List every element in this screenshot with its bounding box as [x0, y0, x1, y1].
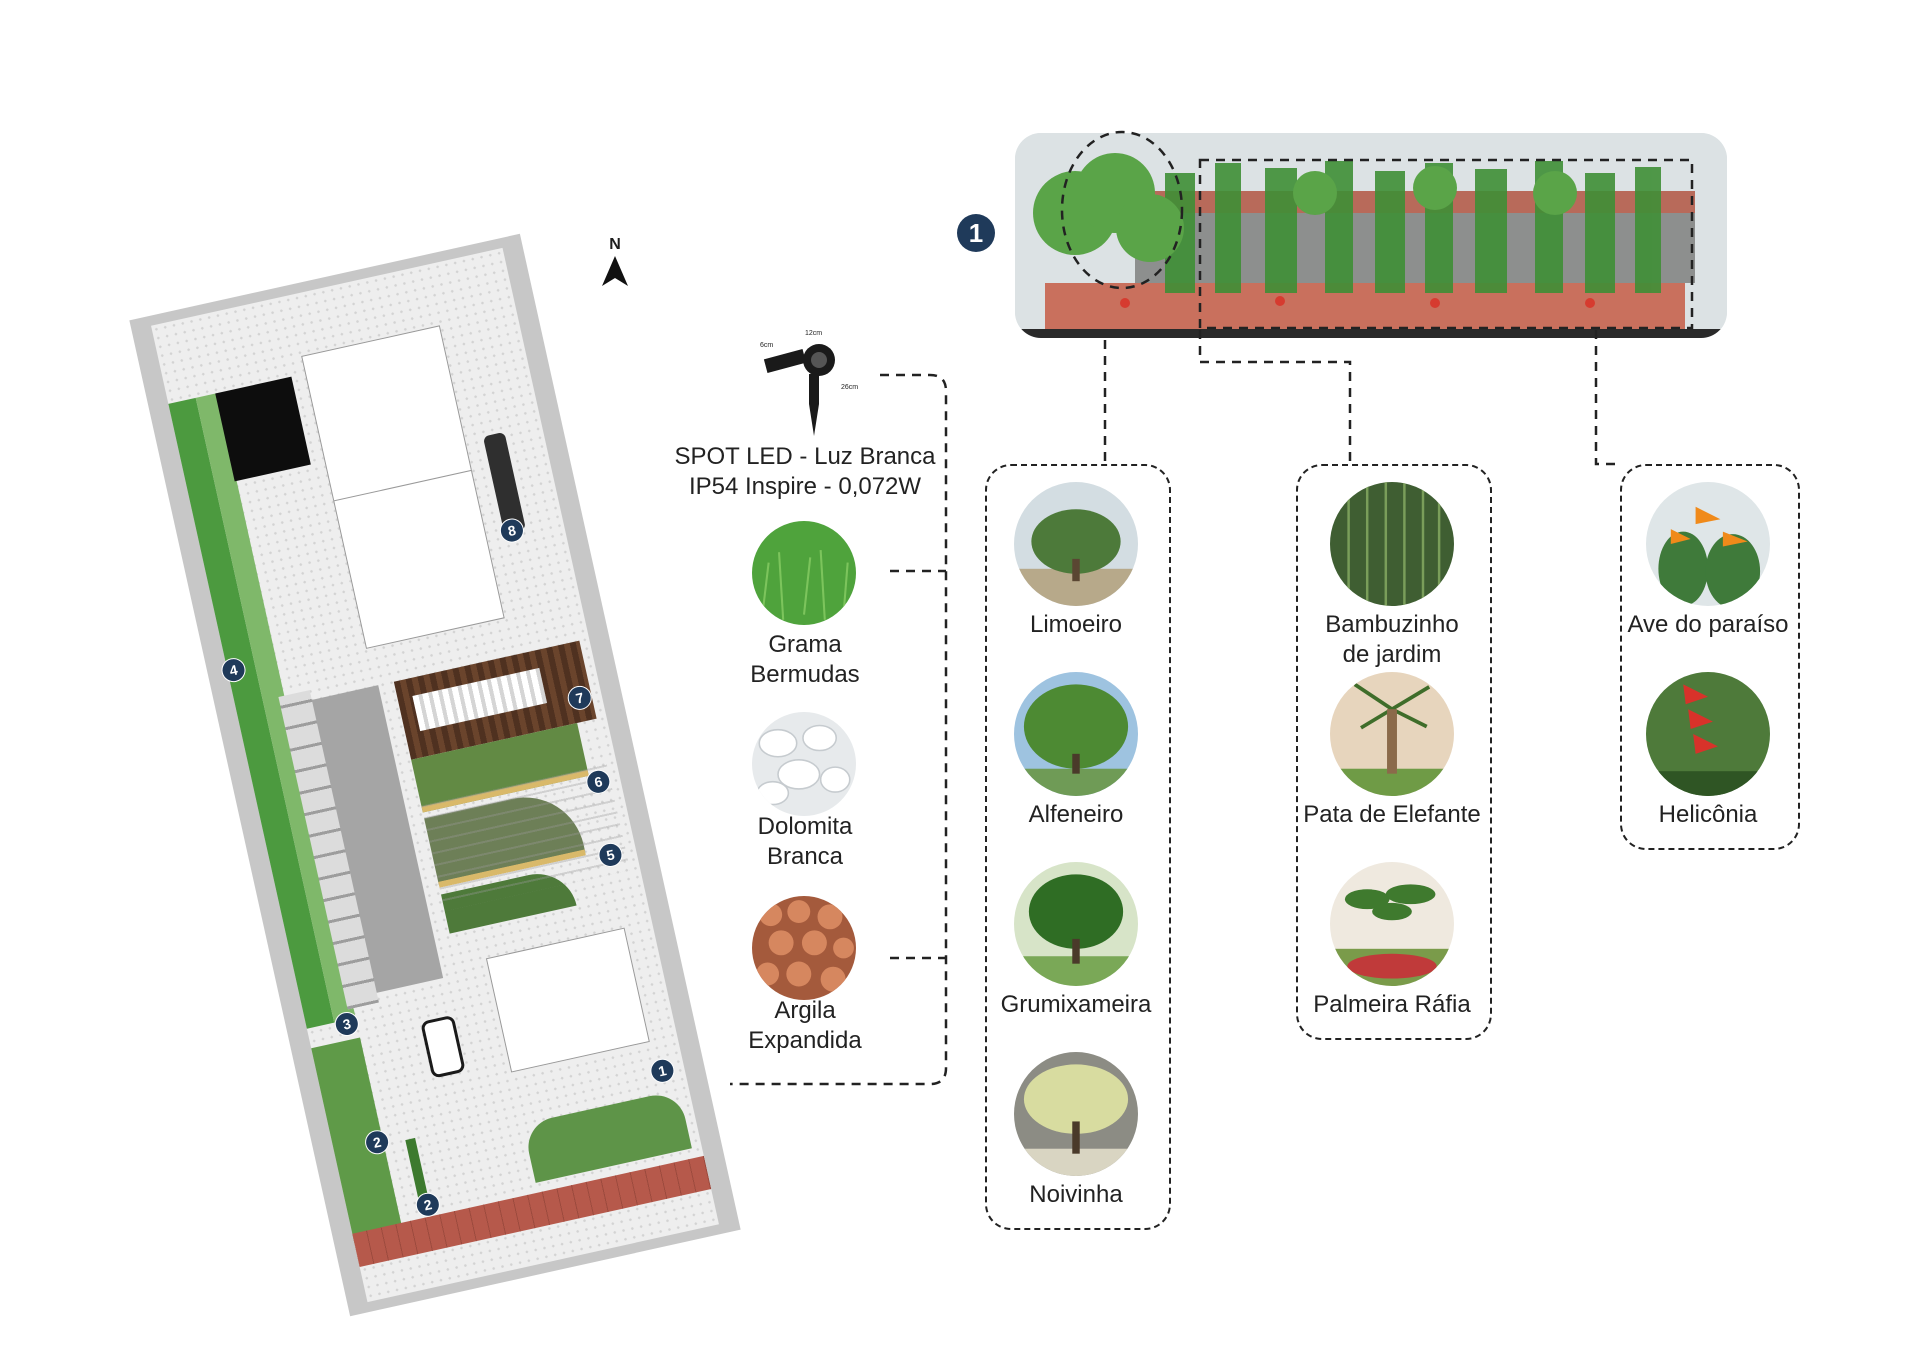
grama-bermudas-swatch [752, 521, 856, 625]
argila-label-line1: Argila [774, 997, 836, 1024]
trees-group-box [985, 464, 1171, 1230]
argila-label-line2: Expandida [748, 1027, 862, 1054]
elevation-view [1015, 133, 1727, 338]
grama-label-line2: Bermudas [750, 661, 860, 688]
spot-label-line2: IP54 Inspire - 0,072W [688, 473, 922, 500]
limoeiro-label: Limoeiro [1029, 611, 1123, 638]
elevation-illustration [1015, 133, 1727, 338]
palmeira-rafia-photo [1330, 862, 1454, 986]
dolomita-branca-swatch [752, 712, 856, 816]
ave-do-paraiso-photo [1646, 482, 1770, 606]
elevation-badge: 1 [957, 214, 995, 252]
palmeira-rafia-label: Palmeira Ráfia [1313, 991, 1471, 1018]
bambuzinho-photo [1330, 482, 1454, 606]
spot-dim-depth: 6cm [760, 342, 774, 349]
alfeneiro-label: Alfeneiro [1028, 801, 1124, 828]
spot-label-line1: SPOT LED - Luz Branca [674, 443, 936, 470]
dolomita-label-line1: Dolomita [757, 813, 853, 840]
spot-dim-width: 12cm [805, 330, 823, 337]
grama-label-line1: Grama [768, 631, 842, 658]
argila-expandida-swatch [752, 896, 856, 1000]
spot-dim-height: 26cm [841, 384, 859, 391]
elevation-badge-label: 1 [968, 218, 984, 248]
noivinha-photo [1014, 1052, 1138, 1176]
heliconia-label: Helicônia [1658, 801, 1758, 828]
north-label: N [609, 236, 621, 253]
north-arrow-icon [602, 256, 628, 286]
north-arrow: N [600, 236, 630, 292]
dolomita-label-line2: Branca [766, 843, 844, 870]
grumixameira-label: Grumixameira [1000, 991, 1152, 1018]
bambuzinho-label-line2: de jardim [1342, 641, 1442, 668]
ave-do-paraiso-label: Ave do paraíso [1627, 611, 1789, 638]
pata-de-elefante-label: Pata de Elefante [1303, 801, 1481, 828]
bambuzinho-label-line1: Bambuzinho [1325, 611, 1459, 638]
noivinha-label: Noivinha [1029, 1181, 1123, 1208]
alfeneiro-photo [1014, 672, 1138, 796]
pata-de-elefante-photo [1330, 672, 1454, 796]
spot-led-icon: 12cm 6cm 26cm [755, 330, 859, 440]
flowers-group-box [1620, 464, 1800, 850]
palms-group-box [1296, 464, 1492, 1040]
